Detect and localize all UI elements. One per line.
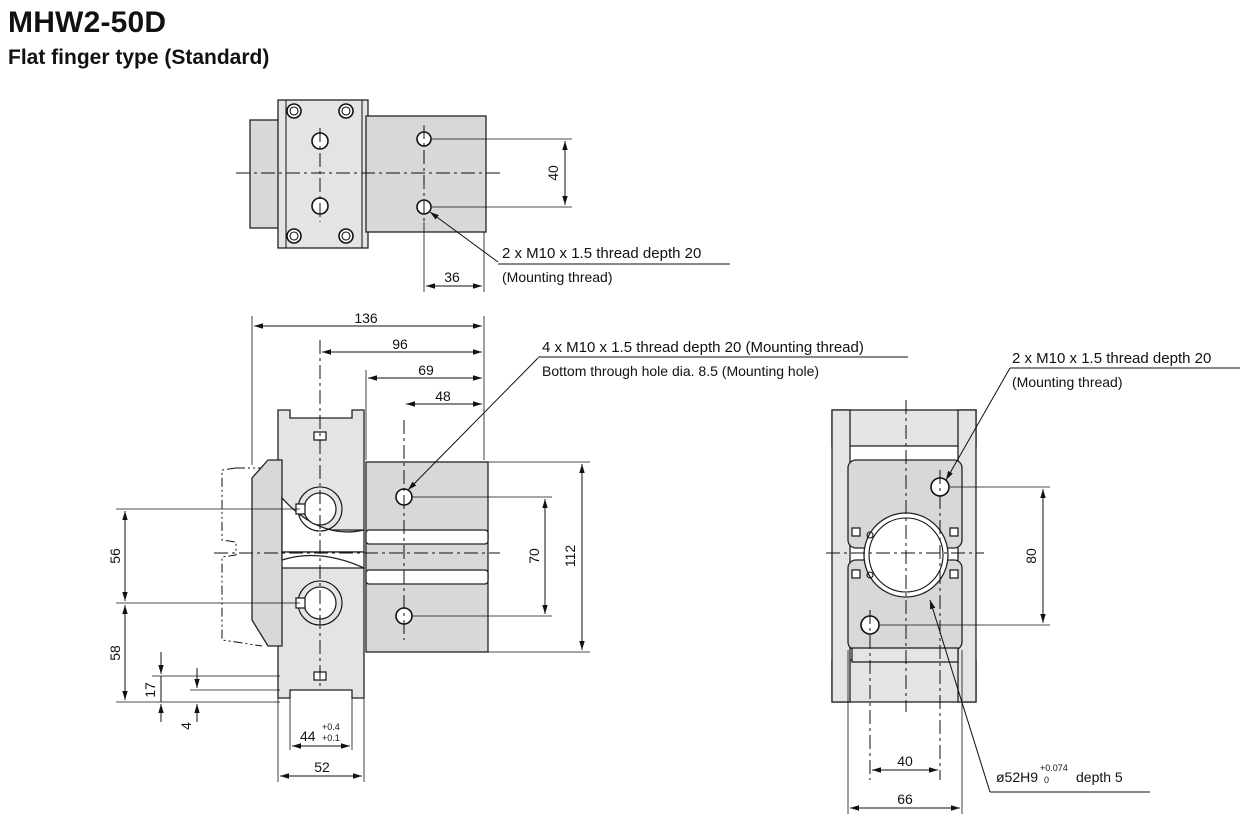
dim-top-40: 40 [545,165,561,181]
note-top-thread: 2 x M10 x 1.5 thread depth 20 [502,245,701,262]
dim-112: 112 [562,545,578,568]
dim-44: 44 [300,728,316,744]
drawing-subtitle: Flat finger type (Standard) [8,46,270,69]
front-view-actuator-body [365,461,489,653]
dim-17: 17 [142,682,158,698]
dim-48: 48 [435,388,451,404]
dim-right-80: 80 [1023,548,1039,564]
dim-4: 4 [178,722,194,730]
top-view: 40 36 2 x M10 x 1.5 thread depth 20 (Mou… [236,99,730,292]
right-view: 80 40 66 2 x M10 x 1.5 thread depth 20 (… [826,350,1240,814]
dim-69: 69 [418,362,434,378]
note-right-thread-sub: (Mounting thread) [1012,374,1123,390]
dim-right-66: 66 [897,791,913,807]
right-view-bottom-plate [831,659,977,703]
dim-70: 70 [526,548,542,564]
drawing-title: MHW2-50D [8,6,167,39]
dim-top-36: 36 [444,269,460,285]
front-view-phantom-jaw [221,467,263,647]
note-bore-tol-upper: +0.074 [1040,763,1068,773]
note-top-thread-sub: (Mounting thread) [502,269,613,285]
top-view-corner-holes [286,103,354,244]
dim-44-tol-upper: +0.4 [322,722,340,732]
note-bore-depth: depth 5 [1076,769,1123,785]
note-front-thread-sub: Bottom through hole dia. 8.5 (Mounting h… [542,363,819,379]
note-front-thread: 4 x M10 x 1.5 thread depth 20 (Mounting … [542,339,864,356]
dim-right-40: 40 [897,753,913,769]
top-view-flange [249,119,281,229]
dim-96: 96 [392,336,408,352]
front-view-lobe-lower [281,551,365,570]
front-view: 136 96 69 48 70 112 56 58 17 4 [107,310,908,782]
dim-52: 52 [314,759,330,775]
note-bore: ø52H9 [996,769,1038,785]
right-view-top-plate [831,409,977,447]
dim-136: 136 [354,310,378,326]
note-bore-tol-lower: 0 [1044,775,1049,785]
dim-44-tol-lower: +0.1 [322,733,340,743]
top-view-finger-body [277,99,369,249]
note-right-thread: 2 x M10 x 1.5 thread depth 20 [1012,350,1211,367]
dim-58: 58 [107,645,123,661]
dim-56: 56 [107,548,123,564]
